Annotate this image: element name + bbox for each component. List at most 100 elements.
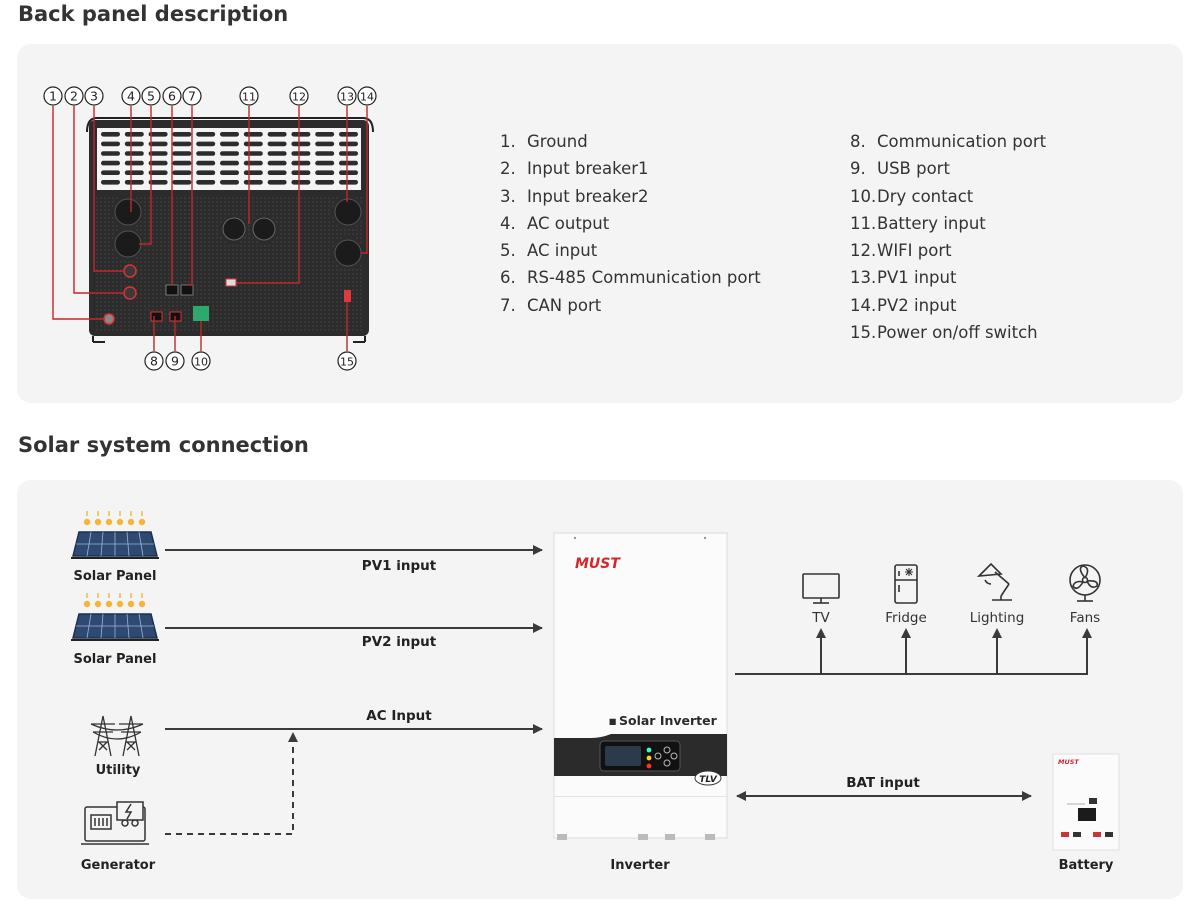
legend-item-label: WIFI port xyxy=(877,241,952,261)
callout-number: 7 xyxy=(188,89,196,104)
inverter-product-mark-icon: ▪ xyxy=(609,713,617,728)
utility-label: Utility xyxy=(96,763,141,778)
legend-item-number: 7. xyxy=(500,295,516,315)
legend-item-number: 13. xyxy=(850,268,877,288)
callout-marker: 11 xyxy=(239,86,259,106)
battery-label: Battery xyxy=(1059,858,1114,873)
load-label-tv: TV xyxy=(811,610,830,626)
battery-terminal-negative xyxy=(222,217,246,241)
lamp-icon xyxy=(976,562,1012,601)
legend-item: 6. RS-485 Communication port xyxy=(500,264,761,291)
legend-item-label: USB port xyxy=(877,159,950,179)
legend-item-number: 11. xyxy=(850,213,877,233)
utility-tower-icon xyxy=(90,715,144,757)
callout-number: 2 xyxy=(70,89,78,104)
callout-number: 11 xyxy=(242,91,256,104)
ac-output-gland xyxy=(114,198,142,226)
pv2-gland xyxy=(334,239,362,267)
generator-dashed-arrowhead xyxy=(288,732,298,742)
battery-brand-logo: MUST xyxy=(1058,758,1079,766)
callout-marker: 12 xyxy=(289,86,309,106)
dry-contact-terminal xyxy=(193,306,209,321)
callout-marker: 15 xyxy=(337,351,357,371)
solar-panel-1-icon xyxy=(71,531,159,559)
legend-item-label: Communication port xyxy=(877,132,1047,151)
sunlight-dots-icon xyxy=(83,511,146,608)
ac-input-link-label: AC Input xyxy=(366,708,432,724)
load-label-fridge: Fridge xyxy=(885,610,927,626)
legend-item-label: Input breaker2 xyxy=(527,186,649,206)
rs485-port xyxy=(165,284,179,296)
inverter-product-name: Solar Inverter xyxy=(619,713,718,728)
communication-port xyxy=(150,311,163,322)
legend-item: 1.Ground xyxy=(500,128,761,155)
legend-item-number: 12. xyxy=(850,241,877,261)
load-label-fans: Fans xyxy=(1070,610,1100,626)
ground-terminal xyxy=(103,313,115,325)
legend-item-number: 3. xyxy=(500,186,516,206)
callout-marker: 9 xyxy=(165,351,185,371)
callout-number: 9 xyxy=(171,354,179,369)
legend-item: 5. AC input xyxy=(500,237,761,264)
callout-marker: 7 xyxy=(182,86,202,106)
load-bus-line xyxy=(735,637,1088,675)
legend-item-number: 6. xyxy=(500,268,516,288)
fridge-icon xyxy=(894,564,918,604)
legend-item-label: Ground xyxy=(527,132,588,151)
inverter-label: Inverter xyxy=(610,858,670,873)
legend-item-number: 5. xyxy=(500,241,516,261)
legend-item-label: PV2 input xyxy=(877,295,957,315)
legend-item-label: AC input xyxy=(527,241,598,261)
legend-item-number: 10. xyxy=(850,186,877,206)
solar-connection-title: Solar system connection xyxy=(18,433,309,457)
callout-leader-lines xyxy=(52,106,368,351)
legend-item: 13.PV1 input xyxy=(850,264,1046,291)
legend-item: 8. Communication port xyxy=(850,128,1046,155)
callout-number: 3 xyxy=(90,89,98,104)
callout-marker: 4 xyxy=(121,86,141,106)
legend-item: 12.WIFI port xyxy=(850,237,1046,264)
callout-number: 6 xyxy=(168,89,176,104)
callout-number: 15 xyxy=(340,356,354,369)
can-port xyxy=(180,284,194,296)
inverter-icon xyxy=(553,532,728,840)
solar-panel-2-label: Solar Panel xyxy=(74,652,157,667)
callout-marker: 8 xyxy=(144,351,164,371)
legend-item: 3. Input breaker2 xyxy=(500,183,761,210)
legend-item: 11.Battery input xyxy=(850,210,1046,237)
callout-number: 8 xyxy=(150,354,158,369)
callout-number: 13 xyxy=(340,91,354,104)
callout-number: 12 xyxy=(292,91,306,104)
battery-icon xyxy=(1052,753,1120,851)
callout-marker: 1 xyxy=(43,86,63,106)
callout-marker: 13 xyxy=(337,86,357,106)
callout-marker: 6 xyxy=(162,86,182,106)
legend-item: 7.CAN port xyxy=(500,292,761,319)
fan-icon xyxy=(1069,564,1101,602)
solar-connection-diagram: Solar Panel Solar Panel xyxy=(71,511,1120,873)
callout-number: 1 xyxy=(49,89,57,104)
back-panel-title: Back panel description xyxy=(18,2,289,26)
vent-grille-area xyxy=(97,128,361,190)
perforation-dots xyxy=(96,197,362,331)
callout-marker: 2 xyxy=(64,86,84,106)
legend-item: 2.Input breaker1 xyxy=(500,155,761,182)
callout-marker: 3 xyxy=(84,86,104,106)
legend-item-label: AC output xyxy=(527,213,610,233)
callout-number: 5 xyxy=(147,89,155,104)
callout-number: 14 xyxy=(360,91,374,104)
legend-item-label: Input breaker1 xyxy=(527,159,649,179)
solar-panel-2-icon xyxy=(71,613,159,641)
legend-item-number: 4. xyxy=(500,213,516,233)
power-switch xyxy=(344,290,351,302)
bat-link-label: BAT input xyxy=(846,775,920,791)
legend-item-label: RS-485 Communication port xyxy=(527,268,761,288)
pv2-link-label: PV2 input xyxy=(362,634,437,650)
legend-item-number: 8. xyxy=(850,132,866,151)
generator-icon xyxy=(81,801,149,845)
